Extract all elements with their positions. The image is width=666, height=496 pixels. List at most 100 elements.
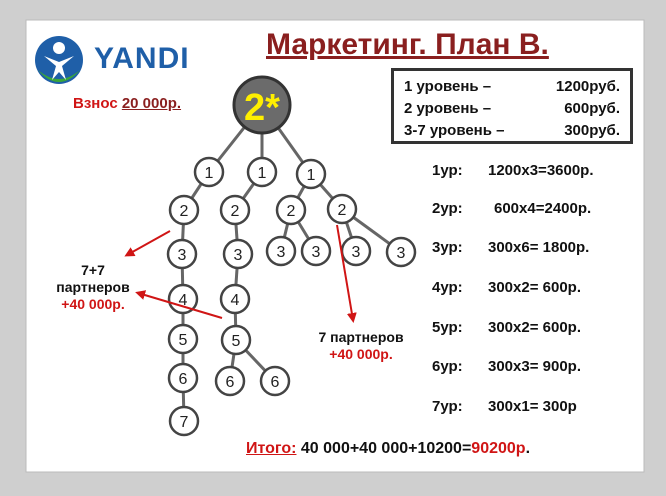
tree-node-circle bbox=[167, 362, 199, 394]
tree-node-label: 3 bbox=[234, 247, 243, 264]
tree-node-circle bbox=[295, 158, 327, 190]
tree-node-label: 1 bbox=[307, 167, 316, 184]
calc-expression: 300х2= 600р. bbox=[488, 279, 581, 296]
tree-node-circle bbox=[326, 193, 358, 225]
tree-node-label: 3 bbox=[352, 244, 361, 261]
tree-node-circle bbox=[193, 156, 225, 188]
tree-node-circle bbox=[275, 194, 307, 226]
tree-node-label: 4 bbox=[179, 292, 188, 309]
tree-node-label: 5 bbox=[179, 332, 188, 349]
tree-node-circle bbox=[220, 324, 252, 356]
tree-node-label: 3 bbox=[277, 244, 286, 261]
level-price-row: 1 уровень –1200руб. bbox=[404, 76, 630, 98]
tree-node-label: 2 bbox=[338, 202, 347, 219]
total-end: . bbox=[525, 440, 531, 457]
calc-expression: 300х1= 300р bbox=[488, 398, 577, 415]
tree-node-circle bbox=[214, 365, 246, 397]
level-name: 1 уровень – bbox=[404, 78, 492, 95]
tree-node: 4 bbox=[219, 283, 251, 315]
calc-expression: 300х2= 600р. bbox=[488, 319, 581, 336]
tree-node-label: 2 bbox=[231, 203, 240, 220]
tree-node: 6 bbox=[214, 365, 246, 397]
tree-node-circle bbox=[246, 156, 278, 188]
level-price-row: 3-7 уровень – 300руб. bbox=[404, 120, 630, 142]
brand-name: YANDI bbox=[94, 42, 190, 75]
tree-node: 4 bbox=[167, 283, 199, 315]
tree-node-label: 1 bbox=[205, 165, 214, 182]
tree-node: 6 bbox=[259, 365, 291, 397]
tree-node: 1 bbox=[246, 156, 278, 188]
tree-node-circle bbox=[219, 194, 251, 226]
root-node: 2* bbox=[232, 75, 292, 135]
total-expression: 40 000+40 000+10200= bbox=[296, 440, 472, 457]
tree-node: 1 bbox=[193, 156, 225, 188]
tree-node-label: 3 bbox=[312, 244, 321, 261]
arrows bbox=[124, 224, 357, 323]
tree-node-circle bbox=[219, 283, 251, 315]
fee-label: Взнос bbox=[73, 95, 118, 112]
tree-node-label: 6 bbox=[271, 374, 280, 391]
total-result: 90200р bbox=[471, 440, 526, 457]
tree-node-circle bbox=[222, 238, 254, 270]
page-title: Маркетинг. План В. bbox=[266, 28, 549, 61]
left-partners-note: 7+7 партнеров +40 000р. bbox=[28, 262, 158, 313]
tree-node-circle bbox=[300, 235, 332, 267]
tree-node-circle bbox=[167, 323, 199, 355]
level-prices-box: 1 уровень –1200руб. 2 уровень – 600руб. 3… bbox=[391, 68, 633, 144]
tree-node: 2 bbox=[326, 193, 358, 225]
calc-expression: 600х4=2400р. bbox=[494, 200, 592, 217]
tree-node-label: 6 bbox=[179, 371, 188, 388]
level-price: 600руб. bbox=[564, 100, 620, 117]
calc-label: 3ур: bbox=[432, 239, 463, 256]
calc-expression: 1200х3=3600р. bbox=[488, 162, 594, 179]
tree-node: 1 bbox=[295, 158, 327, 190]
total-line: Итого: 40 000+40 000+10200=90200р. bbox=[246, 440, 530, 458]
calc-label: 6ур: bbox=[432, 358, 463, 375]
tree-node: 3 bbox=[340, 235, 372, 267]
calc-label: 7ур: bbox=[432, 398, 463, 415]
tree-node-circle bbox=[168, 405, 200, 437]
calc-expression: 300х3= 900р. bbox=[488, 358, 581, 375]
tree-node-label: 4 bbox=[231, 292, 240, 309]
fee-amount: 20 000р. bbox=[121, 95, 182, 112]
tree-node: 3 bbox=[222, 238, 254, 270]
tree-node-label: 2 bbox=[287, 203, 296, 220]
tree-node-circle bbox=[385, 236, 417, 268]
fee-line: Взнос 20 000р. bbox=[73, 95, 181, 112]
tree-node-circle bbox=[259, 365, 291, 397]
tree-node: 3 bbox=[385, 236, 417, 268]
left-note-line3: +40 000р. bbox=[61, 296, 125, 312]
tree-node-circle bbox=[166, 238, 198, 270]
arrow-to-left-note-lower bbox=[135, 290, 223, 319]
tree-node-circle bbox=[168, 194, 200, 226]
tree-node-label: 5 bbox=[232, 333, 241, 350]
level-name: 2 уровень – bbox=[404, 100, 492, 117]
tree-node-circle bbox=[265, 235, 297, 267]
tree-node-circle bbox=[167, 283, 199, 315]
calc-label: 2ур: bbox=[432, 200, 463, 217]
calc-label: 5ур: bbox=[432, 319, 463, 336]
tree-node-label: 6 bbox=[226, 374, 235, 391]
tree-node: 7 bbox=[168, 405, 200, 437]
right-partners-note: 7 партнеров +40 000р. bbox=[292, 329, 430, 363]
level-name: 3-7 уровень – bbox=[404, 122, 505, 139]
calc-expression: 300х6= 1800р. bbox=[488, 239, 590, 256]
right-note-line1: 7 партнеров bbox=[318, 329, 404, 345]
tree-node: 2 bbox=[275, 194, 307, 226]
tree-node-label: 1 bbox=[258, 165, 267, 182]
tree-node-label: 2 bbox=[180, 203, 189, 220]
level-price: 300руб. bbox=[564, 122, 620, 139]
tree-node-label: 7 bbox=[180, 414, 189, 431]
tree-node: 5 bbox=[167, 323, 199, 355]
calc-label: 4ур: bbox=[432, 279, 463, 296]
total-label: Итого: bbox=[246, 440, 297, 457]
arrow-to-right-note bbox=[336, 224, 357, 323]
tree-node: 3 bbox=[300, 235, 332, 267]
arrow-to-left-note-upper bbox=[124, 230, 171, 257]
left-note-line2: партнеров bbox=[56, 279, 130, 295]
root-node-label: 2* bbox=[244, 87, 280, 129]
tree-node: 3 bbox=[265, 235, 297, 267]
tree-node: 5 bbox=[220, 324, 252, 356]
